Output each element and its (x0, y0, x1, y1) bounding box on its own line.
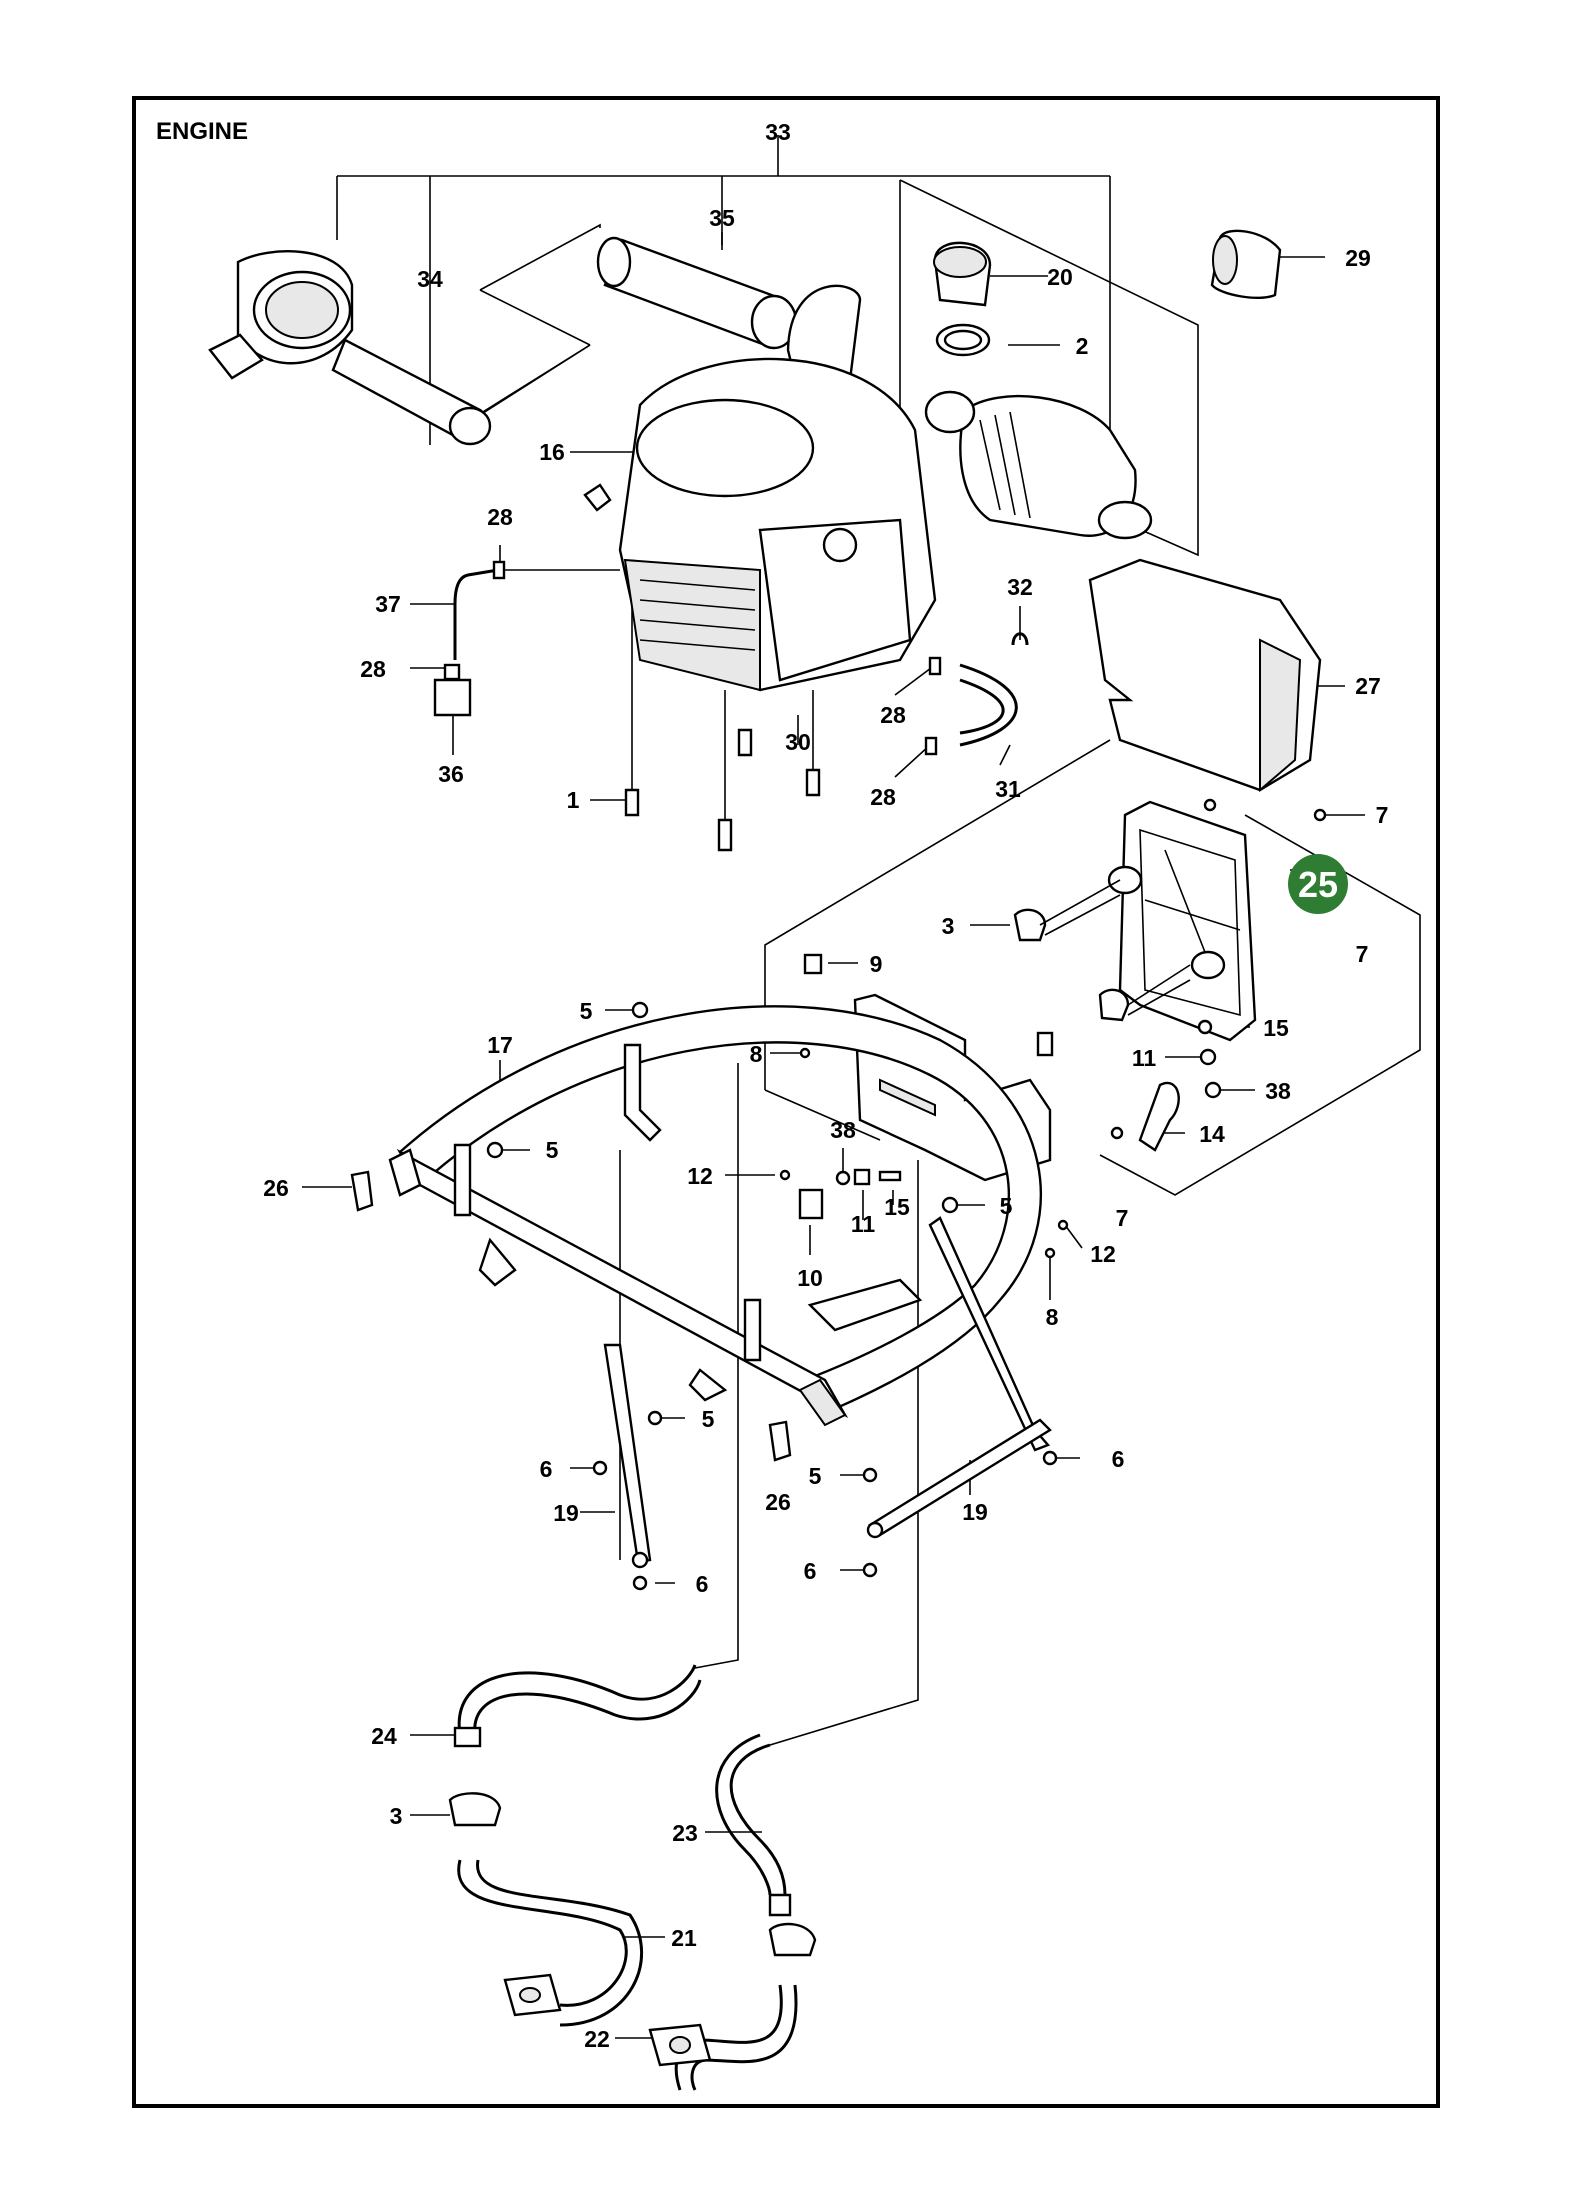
callout-11-a: 11 (1132, 1045, 1157, 1071)
callout-10: 10 (797, 1265, 823, 1291)
diagram-title: ENGINE (156, 118, 249, 145)
callout-5-e: 5 (809, 1463, 822, 1489)
callout-11-b: 11 (851, 1211, 876, 1237)
callout-34: 34 (417, 266, 443, 292)
engine-bolts (624, 728, 821, 852)
callout-6-d: 6 (804, 1558, 817, 1584)
callout-28-a: 28 (487, 504, 513, 530)
exhaust-pipe-left (448, 1664, 702, 2027)
callout-19-b: 19 (962, 1499, 988, 1525)
frame-brackets (453, 1043, 923, 1402)
callout-6-c: 6 (696, 1571, 709, 1597)
callout-35: 35 (709, 205, 735, 231)
callout-17: 17 (487, 1032, 513, 1058)
callout-28-c: 28 (880, 702, 906, 728)
fuel-line (433, 560, 506, 717)
callout-24: 24 (371, 1723, 397, 1749)
dust-cup (933, 241, 992, 307)
clip (1011, 632, 1029, 646)
callout-31: 31 (995, 776, 1021, 802)
callout-37: 37 (375, 591, 401, 617)
callout-23: 23 (672, 1820, 698, 1846)
hose-clamp (935, 323, 991, 357)
callout-5-b: 5 (546, 1137, 559, 1163)
callout-3-a: 3 (942, 913, 955, 939)
leader-lines (302, 135, 1421, 2039)
callout-16: 16 (539, 439, 565, 465)
muffler (1107, 800, 1257, 1042)
callout-30: 30 (785, 729, 811, 755)
callout-12-a: 12 (687, 1163, 713, 1189)
callout-3-b: 3 (390, 1803, 403, 1829)
callout-7-c: 7 (1116, 1205, 1129, 1231)
callout-38-b: 38 (830, 1117, 856, 1143)
pre-cleaner-element (596, 236, 798, 350)
callout-15-b: 15 (884, 1194, 910, 1220)
callout-27: 27 (1355, 673, 1381, 699)
bumpers (350, 1170, 792, 1462)
callout-21: 21 (671, 1925, 697, 1951)
exhaust-pipe-right (648, 1733, 817, 2091)
callout-29: 29 (1345, 245, 1371, 271)
air-cleaner-assembly (924, 390, 1153, 540)
callout-19-a: 19 (553, 1500, 579, 1526)
callout-labels: 33 35 34 20 2 29 16 28 37 28 36 32 28 30… (263, 119, 1388, 2052)
callout-7-b: 7 (1356, 941, 1369, 967)
callout-14: 14 (1199, 1121, 1225, 1147)
callout-8-b: 8 (1046, 1304, 1059, 1330)
callout-8-a: 8 (750, 1041, 763, 1067)
callout-7-a: 7 (1376, 802, 1389, 828)
highlight-badge (1288, 854, 1348, 914)
callout-26-b: 26 (765, 1489, 791, 1515)
callout-12-b: 12 (1090, 1241, 1116, 1267)
exhaust-gasket-bracket (1138, 1019, 1222, 1152)
callout-1: 1 (567, 787, 580, 813)
air-filter-element (331, 338, 492, 446)
callout-38-a: 38 (1265, 1078, 1291, 1104)
callout-9: 9 (870, 951, 883, 977)
callout-5-d: 5 (702, 1406, 715, 1432)
callout-6-a: 6 (540, 1456, 553, 1482)
callout-15-a: 15 (1263, 1015, 1289, 1041)
callout-32: 32 (1007, 574, 1033, 600)
callout-33: 33 (765, 119, 791, 145)
engine-block (583, 357, 937, 692)
callout-5-c: 5 (1000, 1193, 1013, 1219)
heat-shield (1088, 558, 1322, 793)
oil-drain-hose (924, 656, 1018, 756)
diagram-frame (132, 96, 1440, 2108)
air-filter-housing-left (208, 250, 354, 380)
callout-36: 36 (438, 761, 464, 787)
callout-20: 20 (1047, 264, 1073, 290)
engine-mount-frame (388, 1005, 1042, 1427)
callout-28-b: 28 (360, 656, 386, 682)
callout-26-a: 26 (263, 1175, 289, 1201)
oil-filter (1210, 229, 1282, 299)
callout-5-a: 5 (580, 998, 593, 1024)
highlight-label: 25 (1298, 864, 1338, 905)
exhaust-clamps (1013, 879, 1191, 1022)
callout-6-b: 6 (1112, 1446, 1125, 1472)
callout-2: 2 (1076, 333, 1089, 359)
support-rods (603, 1216, 1052, 1569)
callout-28-d: 28 (870, 784, 896, 810)
callout-22: 22 (584, 2026, 610, 2052)
